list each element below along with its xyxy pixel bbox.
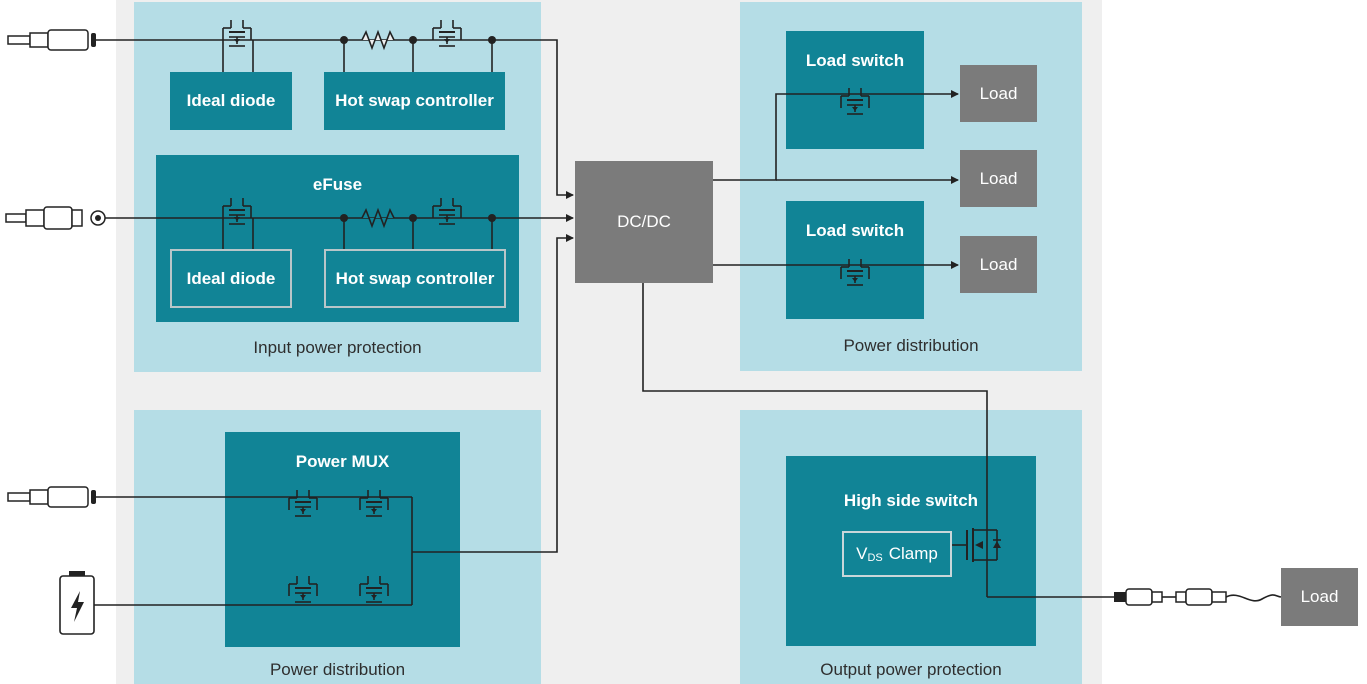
dcdc-converter: DC/DC (575, 161, 713, 283)
load-1: Load (960, 65, 1037, 122)
vds-main: V (856, 544, 868, 563)
usb-cable-icon (1114, 588, 1282, 606)
barrel-connector-icon (7, 29, 96, 51)
resistor-icon (361, 207, 395, 229)
resistor-icon (361, 29, 395, 51)
load-switch-1-block: Load switch (786, 31, 924, 149)
external-load: Load (1281, 568, 1358, 626)
input-power-protection-caption: Input power protection (253, 338, 422, 357)
load-2: Load (960, 150, 1037, 207)
battery-icon (59, 571, 95, 635)
efuse-hot-swap-controller-block: Hot swap controller (324, 249, 506, 308)
load-switch-1-title: Load switch (805, 51, 905, 70)
ideal-diode-block: Ideal diode (170, 72, 292, 130)
high-side-switch-block: High side switch (786, 456, 1036, 646)
barrel-connector-icon (7, 486, 96, 508)
vds-sub: DS (867, 552, 883, 564)
efuse-title: eFuse (312, 175, 363, 194)
power-distribution-left-caption: Power distribution (269, 660, 406, 679)
vds-suffix: Clamp (888, 544, 938, 563)
power-mux-title: Power MUX (295, 452, 390, 471)
load-switch-2-block: Load switch (786, 201, 924, 319)
load-switch-2-title: Load switch (805, 221, 905, 240)
load-3: Load (960, 236, 1037, 293)
output-power-protection-caption: Output power protection (820, 660, 1002, 679)
power-mux-block: Power MUX (225, 432, 460, 647)
coax-connector-icon (5, 206, 106, 230)
high-side-switch-title: High side switch (843, 491, 979, 510)
efuse-ideal-diode-block: Ideal diode (170, 249, 292, 308)
efuse-block: eFuse (156, 155, 519, 322)
hot-swap-controller-block: Hot swap controller (324, 72, 505, 130)
power-distribution-right-caption: Power distribution (843, 336, 979, 355)
high-side-fet-icon (966, 528, 1001, 597)
